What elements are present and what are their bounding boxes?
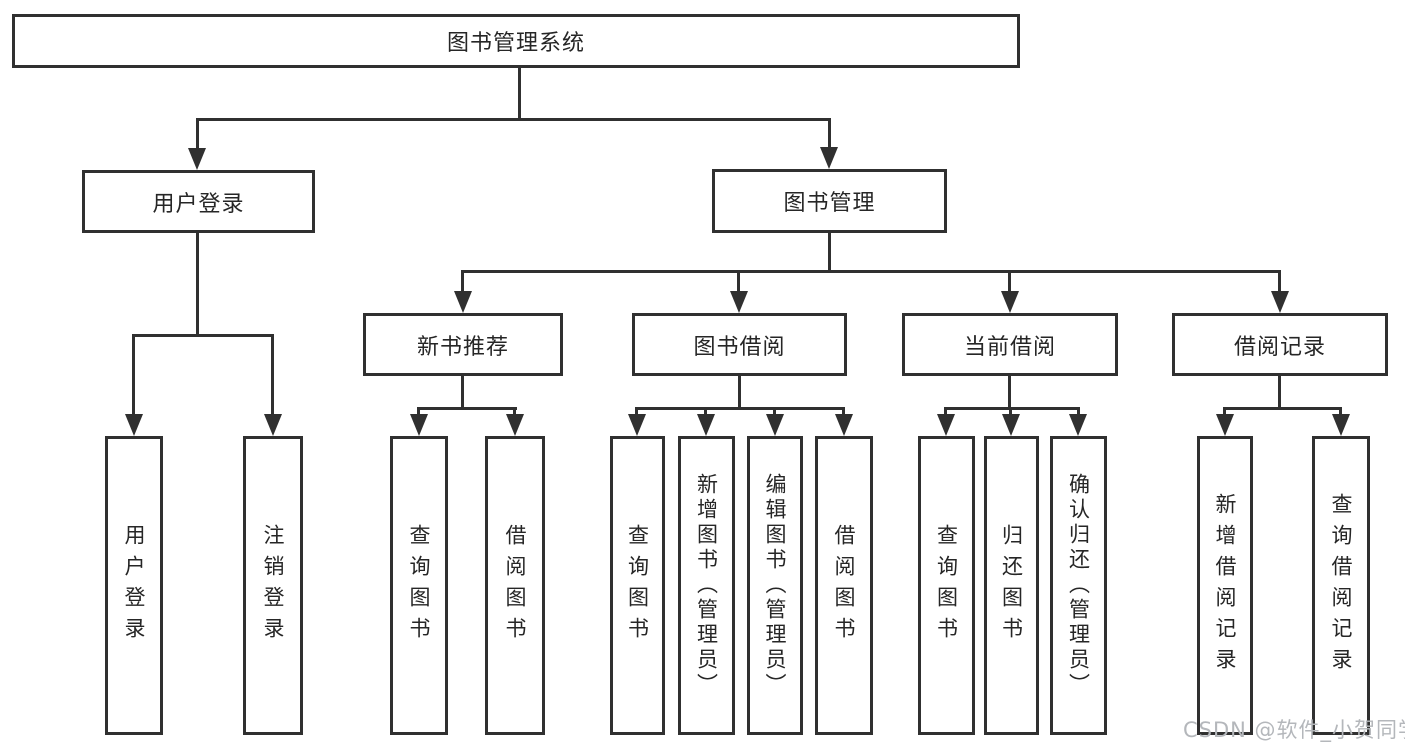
csdn-watermark: CSDN @软件_小贺同学 xyxy=(1183,718,1405,742)
connector-bb-child3-stem xyxy=(773,407,776,417)
node-leaf-cb-return-books: 归还图书 xyxy=(984,436,1039,735)
connector-nb-bus xyxy=(418,407,517,410)
arrowhead-down-icon xyxy=(125,414,143,436)
connector-borrow-records-arrow-stem xyxy=(1278,270,1281,294)
connector-nb-child2-stem xyxy=(513,407,516,417)
arrowhead-down-icon xyxy=(188,148,206,170)
node-leaf-logout-label: 注销登录 xyxy=(261,523,285,648)
connector-ul-child2-stem xyxy=(271,334,274,416)
connector-root-stem xyxy=(518,66,521,120)
arrowhead-down-icon xyxy=(766,414,784,436)
arrowhead-down-icon xyxy=(628,414,646,436)
node-current-borrow: 当前借阅 xyxy=(902,313,1118,376)
node-user-login: 用户登录 xyxy=(82,170,315,233)
connector-book-mgmt-stem xyxy=(828,231,831,272)
connector-br-child1-stem xyxy=(1223,407,1226,417)
arrowhead-down-icon xyxy=(410,414,428,436)
connector-cb-child1-stem xyxy=(944,407,947,417)
connector-bb-child4-stem xyxy=(842,407,845,417)
node-leaf-cb-query-books: 查询图书 xyxy=(918,436,975,735)
arrowhead-down-icon xyxy=(1069,414,1087,436)
connector-bb-child2-stem xyxy=(704,407,707,417)
connector-cb-child3-stem xyxy=(1077,407,1080,417)
node-leaf-cb-return-books-label: 归还图书 xyxy=(999,523,1024,648)
arrowhead-down-icon xyxy=(730,291,748,313)
arrowhead-down-icon xyxy=(1216,414,1234,436)
connector-ul-child1-stem xyxy=(132,334,135,416)
arrowhead-down-icon xyxy=(454,291,472,313)
connector-cb-stem xyxy=(1008,374,1011,409)
node-leaf-br-add-record: 新增借阅记录 xyxy=(1197,436,1253,735)
node-leaf-br-query-record-label: 查询借阅记录 xyxy=(1329,492,1353,679)
connector-nb-stem xyxy=(461,374,464,409)
node-leaf-bb-edit-books-admin-label: 编辑图书（管理员） xyxy=(763,473,787,698)
node-leaf-bb-query-books: 查询图书 xyxy=(610,436,665,735)
arrowhead-down-icon xyxy=(1001,291,1019,313)
node-new-book-rec: 新书推荐 xyxy=(363,313,563,376)
node-leaf-bb-query-books-label: 查询图书 xyxy=(625,523,650,648)
node-new-book-rec-label: 新书推荐 xyxy=(416,334,509,360)
node-current-borrow-label: 当前借阅 xyxy=(963,334,1056,360)
node-root: 图书管理系统 xyxy=(12,14,1020,68)
connector-cb-child2-stem xyxy=(1009,407,1012,417)
arrowhead-down-icon xyxy=(506,414,524,436)
connector-bb-bus xyxy=(636,407,845,410)
node-leaf-bb-add-books-admin-label: 新增图书（管理员） xyxy=(694,473,719,698)
arrowhead-down-icon xyxy=(937,414,955,436)
arrowhead-down-icon xyxy=(1002,414,1020,436)
connector-level3-bus xyxy=(461,270,1281,273)
connector-current-borrow-arrow-stem xyxy=(1008,270,1011,294)
node-leaf-bb-add-books-admin: 新增图书（管理员） xyxy=(678,436,735,735)
node-user-login-label: 用户登录 xyxy=(152,191,245,217)
arrowhead-down-icon xyxy=(264,414,282,436)
node-leaf-br-add-record-label: 新增借阅记录 xyxy=(1213,492,1237,679)
node-borrow-records: 借阅记录 xyxy=(1172,313,1388,376)
node-book-mgmt: 图书管理 xyxy=(712,169,947,233)
node-borrow-records-label: 借阅记录 xyxy=(1233,334,1326,360)
connector-bb-stem xyxy=(738,374,741,409)
node-leaf-cb-query-books-label: 查询图书 xyxy=(934,523,959,648)
node-book-mgmt-label: 图书管理 xyxy=(783,191,876,216)
connector-user-login-arrow-stem xyxy=(196,118,199,150)
connector-user-login-bus xyxy=(133,334,274,337)
arrowhead-down-icon xyxy=(835,414,853,436)
arrowhead-down-icon xyxy=(697,414,715,436)
arrowhead-down-icon xyxy=(1332,414,1350,436)
connector-new-book-arrow-stem xyxy=(461,270,464,294)
connector-cb-bus xyxy=(945,407,1079,410)
connector-book-borrow-arrow-stem xyxy=(737,270,740,294)
connector-nb-child1-stem xyxy=(417,407,420,417)
connector-book-mgmt-arrow-stem xyxy=(828,118,831,150)
node-leaf-cb-confirm-return-admin-label: 确认归还（管理员） xyxy=(1066,473,1091,698)
arrowhead-down-icon xyxy=(820,147,838,169)
node-book-borrow-label: 图书借阅 xyxy=(693,334,786,360)
node-leaf-nb-query-books-label: 查询图书 xyxy=(407,523,431,648)
arrowhead-down-icon xyxy=(1271,291,1289,313)
connector-br-bus xyxy=(1224,407,1342,410)
node-leaf-user-login: 用户登录 xyxy=(105,436,163,735)
node-leaf-bb-edit-books-admin: 编辑图书（管理员） xyxy=(747,436,803,735)
connector-user-login-stem xyxy=(196,231,199,336)
node-leaf-nb-borrow-books: 借阅图书 xyxy=(485,436,545,735)
node-leaf-user-login-label: 用户登录 xyxy=(122,523,146,648)
node-leaf-logout: 注销登录 xyxy=(243,436,303,735)
connector-br-stem xyxy=(1278,374,1281,409)
node-root-label: 图书管理系统 xyxy=(446,31,585,56)
node-book-borrow: 图书借阅 xyxy=(632,313,847,376)
connector-bb-child1-stem xyxy=(635,407,638,417)
node-leaf-nb-query-books: 查询图书 xyxy=(390,436,448,735)
node-leaf-bb-borrow-books: 借阅图书 xyxy=(815,436,873,735)
node-leaf-bb-borrow-books-label: 借阅图书 xyxy=(832,523,856,648)
node-leaf-cb-confirm-return-admin: 确认归还（管理员） xyxy=(1050,436,1107,735)
node-leaf-nb-borrow-books-label: 借阅图书 xyxy=(503,523,527,648)
connector-level2-bus xyxy=(196,118,831,121)
node-leaf-br-query-record: 查询借阅记录 xyxy=(1312,436,1370,735)
connector-br-child2-stem xyxy=(1339,407,1342,417)
